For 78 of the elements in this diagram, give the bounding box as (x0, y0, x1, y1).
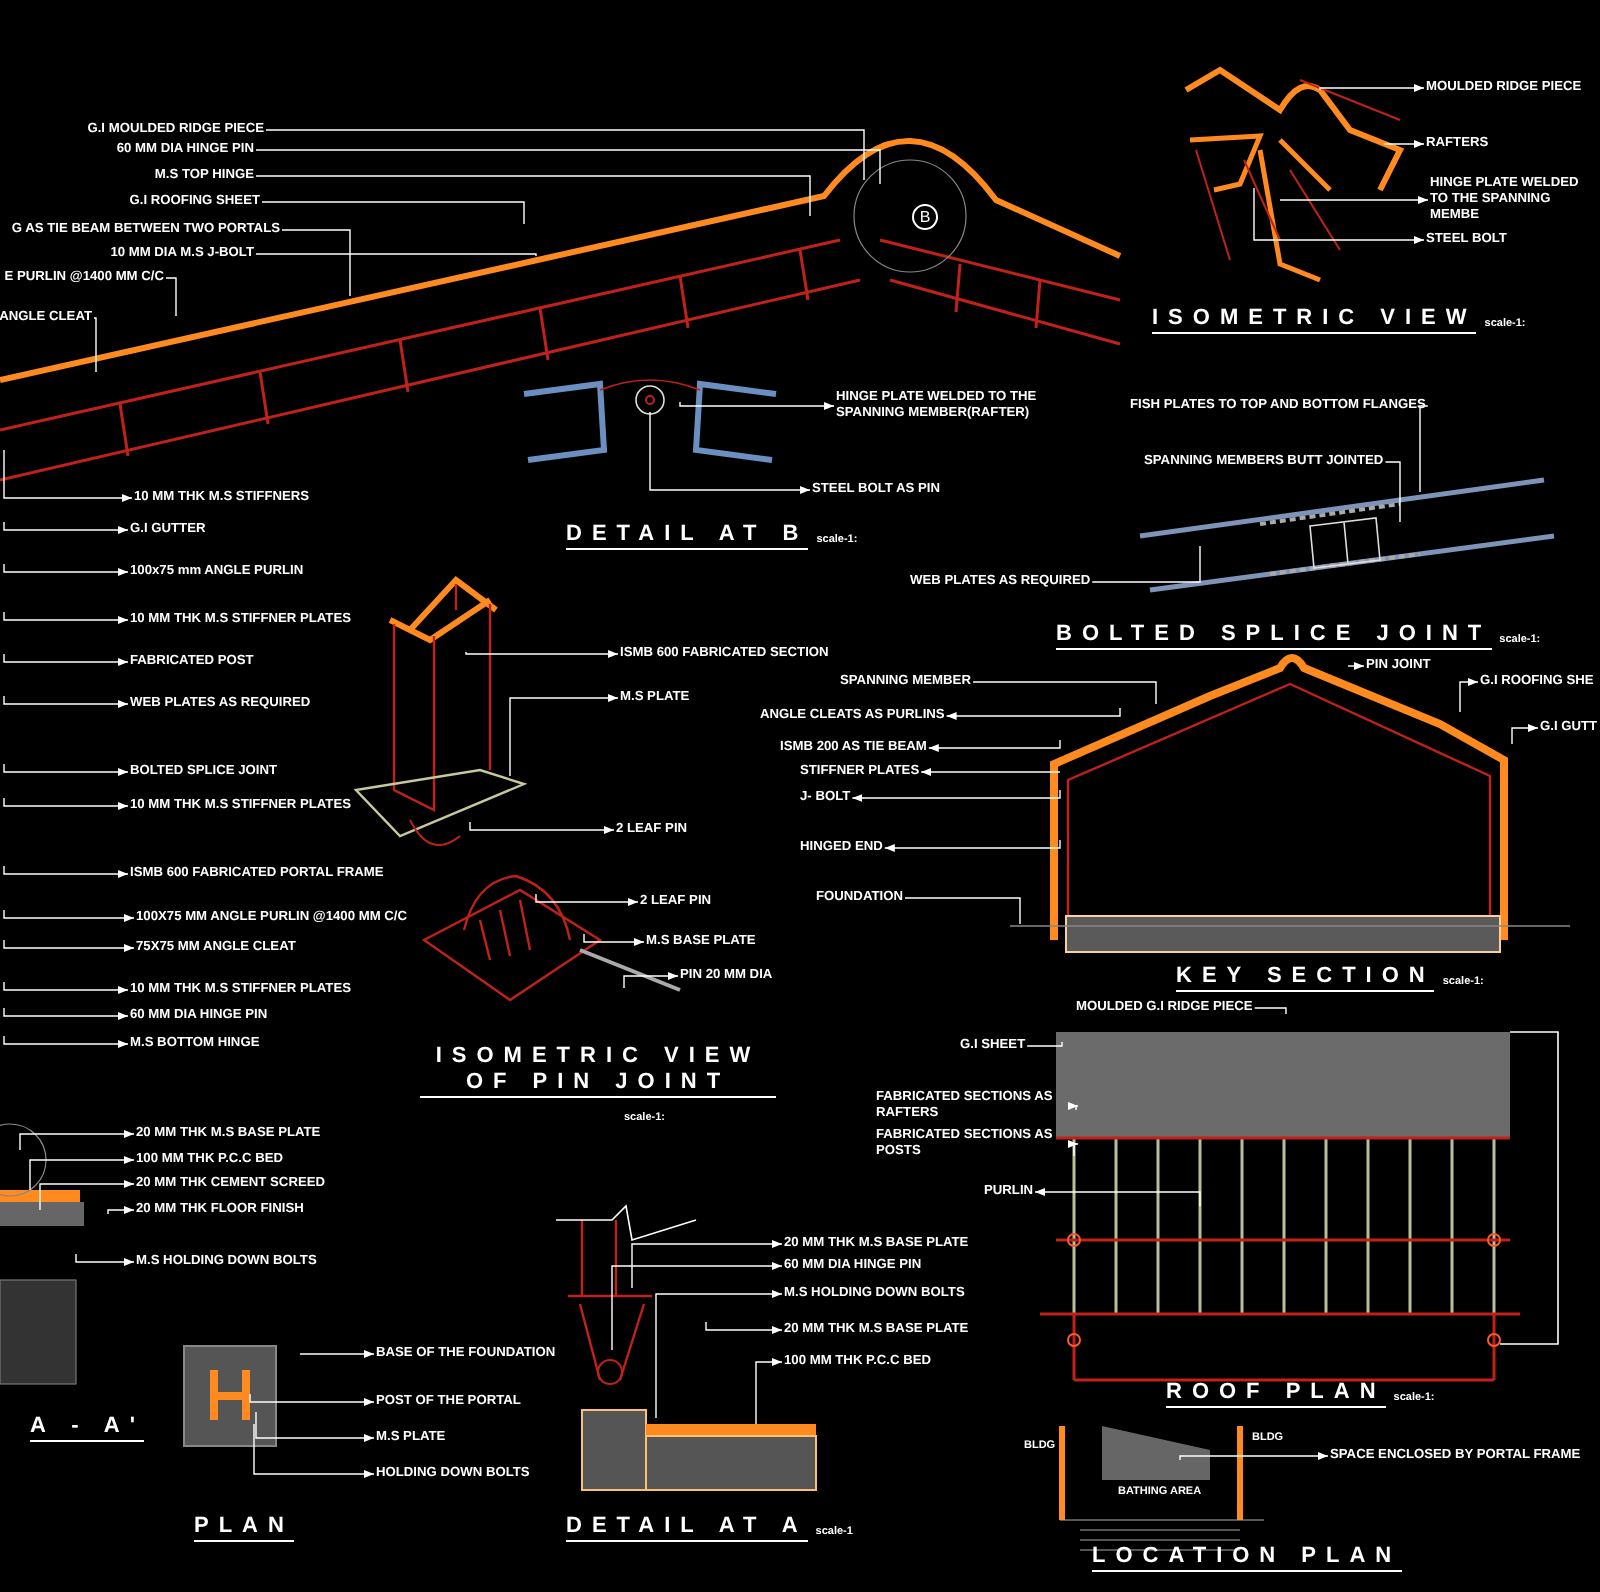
leader-line (19, 1130, 135, 1151)
leader-line (928, 739, 1061, 752)
view-title: LOCATION PLAN (1092, 1544, 1402, 1572)
leader-line (884, 839, 1061, 852)
view-title: ISOMETRIC VIEW (1152, 306, 1477, 334)
leader-line (920, 768, 1061, 776)
view-title: DETAIL AT A (566, 1514, 808, 1542)
leader-line (1383, 140, 1425, 148)
leader-line (299, 1350, 375, 1358)
leader-line (3, 939, 135, 952)
view-title: BOLTED SPLICE JOINT (1056, 622, 1492, 650)
leader-line (1459, 678, 1479, 713)
leader-line (755, 1358, 783, 1425)
view-title: KEY SECTION (1176, 964, 1435, 992)
leader-line (649, 411, 811, 494)
leader-line (1068, 1102, 1079, 1111)
view-title: PLAN (194, 1514, 294, 1542)
leader-line (3, 521, 129, 534)
leader-line (631, 1240, 783, 1289)
leader-line (1279, 196, 1429, 204)
leader-line (469, 821, 615, 834)
leader-line (611, 1262, 783, 1351)
leader-line (465, 650, 619, 658)
leader-line (535, 893, 639, 906)
leader-line (655, 1290, 783, 1419)
view-title: ROOF PLAN (1166, 1380, 1386, 1408)
leader-line (1253, 1007, 1287, 1015)
leader-line (509, 694, 619, 777)
leader-line (1026, 1041, 1063, 1047)
leader-line (255, 149, 881, 185)
leader-line (3, 563, 129, 576)
leader-line (945, 707, 1121, 720)
leader-line (3, 763, 129, 776)
leader-line (1319, 84, 1425, 92)
leader-line (1347, 662, 1365, 670)
leader-line (265, 129, 865, 181)
leader-line (3, 797, 129, 810)
view-title: A - A' (30, 1414, 145, 1442)
leader-line (1384, 461, 1401, 523)
view-title: ISOMETRIC VIEW OF PIN JOINT (420, 1044, 776, 1098)
leader-line (1419, 405, 1429, 493)
leader-line (623, 972, 679, 989)
leader-line (3, 653, 129, 666)
leader-line (3, 695, 129, 708)
leader-line (255, 1411, 375, 1442)
leader-line (249, 1393, 375, 1406)
leader-line (1179, 1452, 1329, 1461)
leader-line (165, 277, 177, 317)
leader-line (679, 401, 835, 410)
leader-line (1034, 1188, 1201, 1207)
leader-line (1253, 187, 1425, 244)
leader-line (29, 1156, 135, 1191)
leader-line (3, 865, 129, 878)
detail-marker: B (912, 204, 938, 230)
leader-line (107, 1206, 135, 1215)
leader-line (1511, 724, 1539, 745)
leader-line (851, 789, 1061, 802)
leader-line (261, 201, 525, 225)
leader-line (1091, 545, 1201, 583)
leader-line (39, 1180, 135, 1211)
leader-line (583, 933, 645, 946)
leader-line (255, 253, 537, 257)
leader-line (705, 1321, 783, 1334)
leader-line (3, 981, 129, 994)
leader-line (3, 449, 133, 502)
leader-line (972, 681, 1157, 705)
leader-line (904, 897, 1021, 925)
leader-line (253, 1423, 375, 1478)
leader-line (255, 175, 811, 217)
leader-line (1068, 1140, 1079, 1157)
leader-line (3, 909, 135, 922)
leader-line (3, 1035, 129, 1048)
leader-line (3, 1007, 129, 1020)
leader-line (75, 1253, 135, 1266)
view-title: DETAIL AT B (566, 522, 809, 550)
leader-line (93, 317, 97, 373)
leader-line (3, 611, 129, 624)
leader-line (281, 229, 351, 297)
